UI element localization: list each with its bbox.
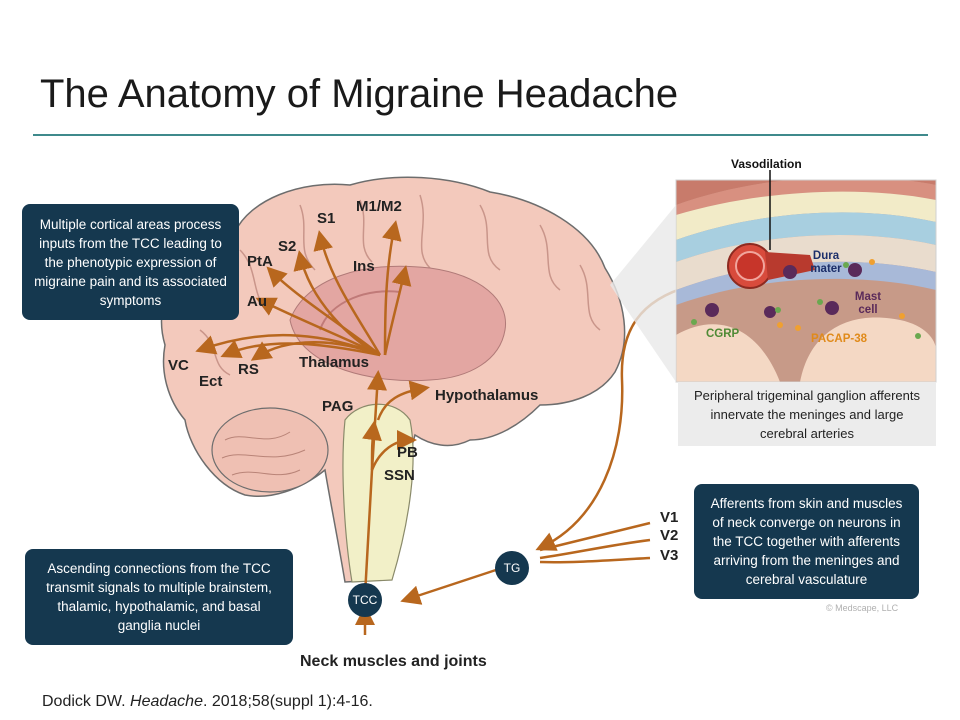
citation-journal: Headache [130,693,203,710]
label-ins: Ins [353,258,375,275]
title-divider [33,134,928,136]
page-title: The Anatomy of Migraine Headache [40,72,679,116]
label-thalamus: Thalamus [299,354,370,371]
ascending-connections-text: Ascending connections from the TCC trans… [46,561,272,633]
vasodilation-label: Vasodilation [731,157,802,171]
cortical-areas-box: Multiple cortical areas process inputs f… [22,204,239,320]
label-v3: V3 [660,547,679,564]
label-s1: S1 [317,210,336,227]
dura-mater-text: Dura mater [810,250,842,275]
afferents-text: Afferents from skin and muscles of neck … [710,496,903,587]
inset-caption-text: Peripheral trigeminal ganglion afferents… [694,387,920,441]
citation-suffix: . 2018;58(suppl 1):4-16. [202,693,373,710]
label-ect: Ect [199,373,223,390]
dura-mater-label: Dura mater [804,250,848,276]
inset-caption: Peripheral trigeminal ganglion afferents… [678,382,936,446]
label-ssn: SSN [384,467,415,484]
mast-cell-text: Mast cell [854,291,882,316]
label-m1m2: M1/M2 [356,198,402,215]
citation-prefix: Dodick DW. [42,693,131,710]
label-rs: RS [238,361,259,378]
cgrp-label: CGRP [706,328,740,340]
cerebellum [211,407,329,493]
zoom-connector [610,205,676,382]
neck-muscles-label: Neck muscles and joints [300,653,487,670]
mast-cell-label: Mast cell [850,291,886,317]
label-v2: V2 [660,527,679,544]
ascending-connections-box: Ascending connections from the TCC trans… [25,549,293,645]
label-pb: PB [397,444,418,461]
brainstem [342,403,414,583]
afferents-box: Afferents from skin and muscles of neck … [694,484,919,599]
meninges-inset [676,180,936,382]
label-s2: S2 [278,238,297,255]
tcc-node: TCC [348,583,382,617]
citation: Dodick DW. Headache. 2018;58(suppl 1):4-… [42,693,373,711]
cerebellum-folia [221,431,306,476]
label-v1: V1 [660,509,679,526]
mast-cells [705,263,862,318]
tg-node: TG [495,551,529,585]
cortical-areas-text: Multiple cortical areas process inputs f… [34,216,227,308]
label-hypothalamus: Hypothalamus [435,387,539,404]
label-pag: PAG [322,398,354,415]
label-au: Au [247,293,267,310]
label-vc: VC [168,357,189,374]
mediator-dots [691,259,921,339]
label-pta: PtA [247,253,273,270]
limbic-arc [319,290,401,331]
pacap-label: PACAP-38 [811,333,868,345]
credit-text: © Medscape, LLC [826,603,899,613]
